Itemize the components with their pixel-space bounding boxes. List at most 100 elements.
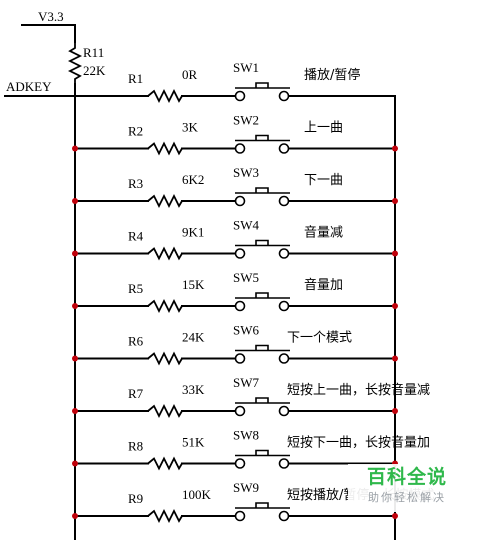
resistor-value: 3K <box>182 120 199 135</box>
switch-pin <box>234 300 246 312</box>
junction-dot <box>72 145 78 152</box>
switch-pin <box>278 143 290 154</box>
switch-pin <box>278 405 290 417</box>
switch-pin <box>234 90 246 102</box>
resistor-ref: R5 <box>128 281 143 296</box>
switch-pin <box>278 458 290 469</box>
switch-pin <box>234 405 246 417</box>
resistor-value: 33K <box>182 382 205 397</box>
switch-plunger <box>255 187 269 193</box>
switch-pin <box>278 300 290 312</box>
pullup-value: 22K <box>83 63 106 78</box>
key-function: 音量加 <box>304 277 343 293</box>
key-function: 下一个模式 <box>287 331 352 346</box>
junction-dot <box>72 460 78 467</box>
resistor-ref: R9 <box>128 491 143 506</box>
pullup-resistor <box>67 42 83 84</box>
switch-ref: SW7 <box>233 375 260 390</box>
resistor-symbol <box>147 508 183 524</box>
resistor-symbol <box>147 298 183 314</box>
resistor-value: 24K <box>182 330 205 345</box>
branch-row: R6 24K SW6 下一个模式 <box>72 323 398 366</box>
switch-pin <box>278 248 290 259</box>
switch-pin <box>234 143 246 154</box>
key-function: 短按上一曲，长按音量减 <box>287 382 430 398</box>
branch-row: R2 3K SW2 上一曲 <box>72 113 398 156</box>
branch-row: R3 6K2 SW3 下一曲 <box>72 165 398 209</box>
switch-pin <box>234 248 246 259</box>
branch-row: R1 0R SW1 播放/暂停 <box>74 60 396 104</box>
switch-pin <box>278 195 290 207</box>
junction-dot <box>392 513 398 519</box>
resistor-value: 100K <box>182 487 212 502</box>
switch-ref: SW5 <box>233 270 259 285</box>
key-function: 音量减 <box>304 225 343 241</box>
resistor-ref: R3 <box>128 176 143 191</box>
resistor-ref: R1 <box>128 71 143 86</box>
supply-label: V3.3 <box>38 9 64 24</box>
watermark-logo: 百科全说 <box>366 466 447 488</box>
switch-ref: SW3 <box>233 165 259 180</box>
junction-dot <box>72 513 78 519</box>
switch-ref: SW1 <box>233 60 259 75</box>
branch-row: R7 33K SW7 短按上一曲，长按音量减 <box>72 375 430 419</box>
watermark: 百科全说 助你轻松解决 <box>348 464 466 512</box>
resistor-symbol <box>147 141 183 156</box>
switch-pin <box>234 353 246 364</box>
junction-dot <box>392 355 398 362</box>
switch-plunger <box>255 502 269 508</box>
resistor-value: 51K <box>182 435 205 450</box>
pullup-ref: R11 <box>83 45 104 60</box>
resistor-ref: R8 <box>128 439 143 454</box>
switch-pin <box>278 510 290 522</box>
switch-plunger <box>255 449 269 456</box>
switch-pin <box>278 90 290 102</box>
resistor-symbol <box>147 456 183 471</box>
switch-pin <box>234 195 246 207</box>
resistor-ref: R2 <box>128 124 143 139</box>
switch-plunger <box>255 292 269 298</box>
switch-pin <box>234 458 246 469</box>
key-function: 上一曲 <box>304 121 343 136</box>
switch-ref: SW9 <box>233 480 259 495</box>
switch-pin <box>234 510 246 522</box>
watermark-slogan: 助你轻松解决 <box>368 491 446 504</box>
resistor-value: 9K1 <box>182 225 204 240</box>
branch-row: R5 15K SW5 音量加 <box>72 270 398 314</box>
branch-row: R8 51K SW8 短按下一曲，长按音量加 <box>72 428 430 471</box>
resistor-ref: R6 <box>128 334 144 349</box>
junction-dot <box>72 198 78 204</box>
key-function: 短按下一曲，长按音量加 <box>287 435 430 451</box>
switch-ref: SW8 <box>233 428 259 443</box>
resistor-ref: R7 <box>128 386 144 401</box>
junction-dot <box>392 250 398 257</box>
switch-plunger <box>255 82 269 88</box>
switch-ref: SW6 <box>233 323 260 338</box>
switch-plunger <box>255 134 269 141</box>
resistor-symbol <box>147 246 183 261</box>
branch-row: R4 9K1 SW4 音量减 <box>72 218 398 261</box>
resistor-symbol <box>147 403 183 419</box>
adkey-label: ADKEY <box>6 79 52 94</box>
junction-dot <box>392 303 398 309</box>
resistor-symbol <box>147 351 183 366</box>
junction-dot <box>72 303 78 309</box>
switch-plunger <box>255 344 269 351</box>
resistor-value: 6K2 <box>182 172 204 187</box>
key-function: 播放/暂停 <box>304 67 360 83</box>
switch-plunger <box>255 239 269 246</box>
resistor-value: 0R <box>182 67 198 82</box>
key-function: 下一曲 <box>304 173 343 188</box>
junction-dot <box>392 408 398 414</box>
junction-dot <box>392 145 398 152</box>
switch-pin <box>278 353 290 364</box>
switch-plunger <box>255 397 269 403</box>
resistor-value: 15K <box>182 277 205 292</box>
resistor-ref: R4 <box>128 229 144 244</box>
junction-dot <box>392 198 398 204</box>
switch-ref: SW2 <box>233 113 259 128</box>
switch-ref: SW4 <box>233 218 260 233</box>
junction-dot <box>72 408 78 414</box>
resistor-symbol <box>147 193 183 209</box>
